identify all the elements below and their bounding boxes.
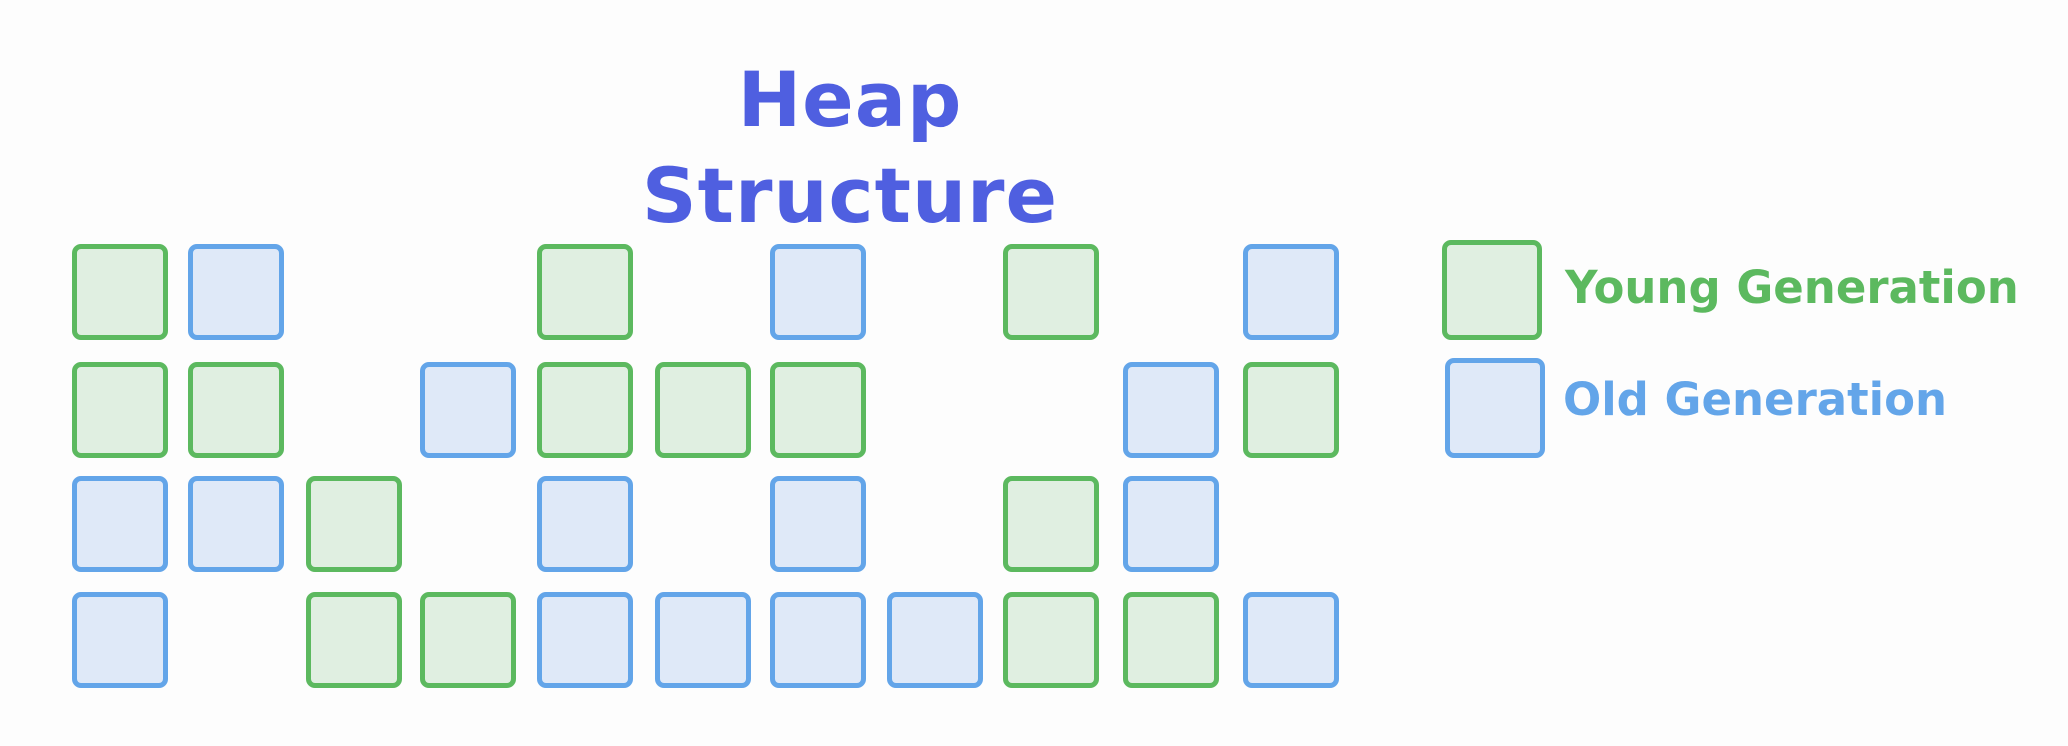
- old-generation-cell: [537, 476, 633, 572]
- old-generation-cell: [770, 476, 866, 572]
- young-generation-cell: [1243, 362, 1339, 458]
- old-generation-cell: [770, 592, 866, 688]
- young-generation-cell: [420, 592, 516, 688]
- young-generation-cell: [537, 362, 633, 458]
- old-generation-cell: [420, 362, 516, 458]
- old-generation-cell: [537, 592, 633, 688]
- young-generation-cell: [1123, 592, 1219, 688]
- old-generation-cell: [887, 592, 983, 688]
- young-generation-cell: [188, 362, 284, 458]
- old-generation-cell: [1243, 592, 1339, 688]
- diagram-title: Heap Structure: [641, 55, 1059, 240]
- legend-young-swatch: [1442, 240, 1542, 340]
- young-generation-cell: [72, 362, 168, 458]
- old-generation-cell: [1123, 362, 1219, 458]
- young-generation-cell: [306, 592, 402, 688]
- old-generation-cell: [770, 244, 866, 340]
- young-generation-cell: [770, 362, 866, 458]
- legend-young-label: Young Generation: [1565, 261, 2019, 314]
- young-generation-cell: [655, 362, 751, 458]
- young-generation-cell: [1003, 244, 1099, 340]
- old-generation-cell: [72, 476, 168, 572]
- legend-old-swatch: [1445, 358, 1545, 458]
- old-generation-cell: [188, 244, 284, 340]
- young-generation-cell: [537, 244, 633, 340]
- young-generation-cell: [72, 244, 168, 340]
- old-generation-cell: [655, 592, 751, 688]
- old-generation-cell: [1243, 244, 1339, 340]
- old-generation-cell: [188, 476, 284, 572]
- young-generation-cell: [1003, 476, 1099, 572]
- old-generation-cell: [72, 592, 168, 688]
- old-generation-cell: [1123, 476, 1219, 572]
- legend-old-label: Old Generation: [1563, 373, 1948, 426]
- young-generation-cell: [306, 476, 402, 572]
- young-generation-cell: [1003, 592, 1099, 688]
